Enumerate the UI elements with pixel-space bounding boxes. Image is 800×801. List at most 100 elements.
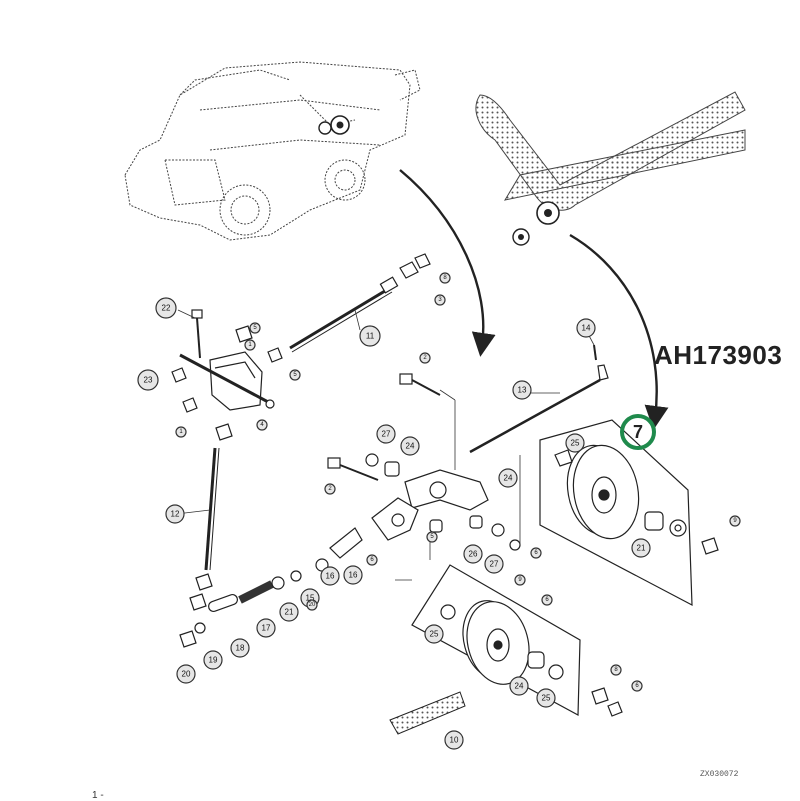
callout: 14 xyxy=(576,318,596,338)
part-number-label: AH173903 xyxy=(654,340,783,370)
callout: 25 xyxy=(536,688,556,708)
svg-text:1: 1 xyxy=(248,342,252,348)
svg-text:24: 24 xyxy=(504,474,513,483)
callout-labels: 22 5 1 23 5 4 1 11 8 3 2 14 13 27 24 2 2… xyxy=(137,272,741,750)
callout: 6 xyxy=(541,594,553,606)
svg-text:19: 19 xyxy=(209,656,218,665)
svg-text:8: 8 xyxy=(614,667,618,673)
svg-text:27: 27 xyxy=(382,430,391,439)
svg-text:16: 16 xyxy=(349,571,358,580)
leader-lines xyxy=(167,309,595,581)
svg-text:6: 6 xyxy=(635,683,639,689)
callout: 4 xyxy=(256,419,268,431)
svg-text:9: 9 xyxy=(733,518,737,524)
callout: 9 xyxy=(514,574,526,586)
svg-text:2: 2 xyxy=(423,355,427,361)
lower-idler-detail-box xyxy=(411,564,623,717)
callout: 2 xyxy=(324,483,336,495)
svg-text:15: 15 xyxy=(306,594,315,603)
callout: 27 xyxy=(484,554,504,574)
callout: 10 xyxy=(444,730,464,750)
callout: 23 xyxy=(137,369,159,391)
svg-text:26: 26 xyxy=(469,550,478,559)
belt-segment xyxy=(389,691,466,735)
left-pointer-arrow xyxy=(399,169,496,357)
callout: 21 xyxy=(631,538,651,558)
idler-assembly-drawing xyxy=(171,253,609,648)
svg-text:11: 11 xyxy=(366,332,375,341)
callout: 1 xyxy=(175,426,187,438)
svg-text:10: 10 xyxy=(450,736,459,745)
callout: 21 xyxy=(279,602,299,622)
svg-text:5: 5 xyxy=(293,372,297,378)
callout: 20 xyxy=(306,599,318,611)
callout: 16 xyxy=(343,565,363,585)
svg-text:8: 8 xyxy=(443,275,447,281)
callout: 26 xyxy=(463,544,483,564)
callout: 18 xyxy=(230,638,250,658)
callout: 13 xyxy=(512,380,532,400)
svg-text:21: 21 xyxy=(285,608,294,617)
svg-text:21: 21 xyxy=(637,544,646,553)
right-pointer-arrow xyxy=(569,233,669,430)
svg-text:24: 24 xyxy=(515,682,524,691)
svg-text:20: 20 xyxy=(182,670,191,679)
belt-drive-illustration xyxy=(475,91,746,246)
svg-text:23: 23 xyxy=(144,376,153,385)
callout: 24 xyxy=(400,436,420,456)
svg-text:6: 6 xyxy=(545,597,549,603)
callout: 2 xyxy=(419,352,431,364)
svg-text:12: 12 xyxy=(171,510,180,519)
svg-text:6: 6 xyxy=(534,550,538,556)
callout: 25 xyxy=(424,624,444,644)
callout: 24 xyxy=(498,468,518,488)
corner-mark: 1 - xyxy=(92,790,104,801)
combine-pulley-location-icon xyxy=(318,115,350,135)
callout: 1 xyxy=(244,339,256,351)
svg-text:25: 25 xyxy=(542,694,551,703)
svg-text:3: 3 xyxy=(438,297,442,303)
combine-harvester-illustration xyxy=(124,61,421,241)
svg-text:16: 16 xyxy=(326,572,335,581)
svg-text:6: 6 xyxy=(370,557,374,563)
svg-text:20: 20 xyxy=(309,602,316,608)
callout: 24 xyxy=(509,676,529,696)
svg-text:9: 9 xyxy=(518,577,522,583)
callout: 20 xyxy=(176,664,196,684)
callout: 9 xyxy=(729,515,741,527)
callout: 3 xyxy=(434,294,446,306)
callout: 12 xyxy=(165,504,185,524)
callout: 25 xyxy=(565,433,585,453)
callout: 22 xyxy=(155,297,177,319)
svg-text:25: 25 xyxy=(571,439,580,448)
callout: 17 xyxy=(256,618,276,638)
svg-text:1: 1 xyxy=(179,429,183,435)
callout: 16 xyxy=(320,566,340,586)
figure-code: ZX030072 xyxy=(700,770,739,779)
callout: 5 xyxy=(426,531,438,543)
idler-detail-box xyxy=(539,419,719,607)
svg-text:22: 22 xyxy=(162,304,171,313)
svg-text:24: 24 xyxy=(406,442,415,451)
svg-text:5: 5 xyxy=(430,534,434,540)
callout: 5 xyxy=(289,369,301,381)
callout: 19 xyxy=(203,650,223,670)
callout: 27 xyxy=(376,424,396,444)
callout: 8 xyxy=(439,272,451,284)
svg-text:25: 25 xyxy=(430,630,439,639)
svg-text:17: 17 xyxy=(262,624,271,633)
svg-text:5: 5 xyxy=(253,325,257,331)
svg-text:4: 4 xyxy=(260,422,264,428)
svg-text:13: 13 xyxy=(518,386,527,395)
callout: 5 xyxy=(249,322,261,334)
svg-text:27: 27 xyxy=(490,560,499,569)
callout: 6 xyxy=(631,680,643,692)
svg-text:14: 14 xyxy=(582,324,591,333)
svg-text:2: 2 xyxy=(328,486,332,492)
callout: 8 xyxy=(610,664,622,676)
callout: 11 xyxy=(359,325,381,347)
highlighted-callout: 7 xyxy=(620,414,656,450)
callout: 6 xyxy=(530,547,542,559)
callout: 6 xyxy=(366,554,378,566)
